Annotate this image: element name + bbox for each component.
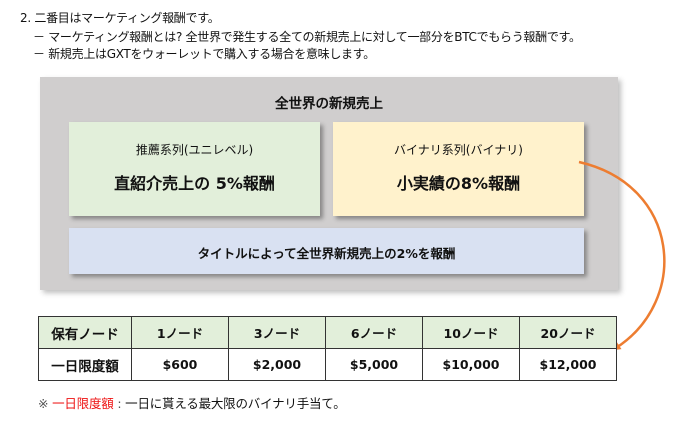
table-header-row: 保有ノード 1ノード 3ノード 6ノード 10ノード 20ノード <box>38 316 617 349</box>
title-bonus-reward: タイトルによって全世界新規売上の2%を報酬 <box>197 246 456 261</box>
footnote-separator: : <box>117 396 122 411</box>
binary-reward: 小実績の8%報酬 <box>396 174 521 193</box>
bullet-definition: － マーケティング報酬とは? 全世界で発生する全ての新規売上に対して一部分をBT… <box>33 30 581 44</box>
column-header: 20ノード <box>519 316 617 349</box>
table-row: 一日限度額 $600 $2,000 $5,000 $10,000 $12,000 <box>38 348 617 381</box>
node-limit-table: 保有ノード 1ノード 3ノード 6ノード 10ノード 20ノード 一日限度額 $… <box>38 316 617 381</box>
table-cell: $600 <box>131 348 229 381</box>
unilevel-box: 推薦系列(ユニレベル) 直紹介売上の 5%報酬 <box>69 122 320 216</box>
reference-mark: ※ <box>38 396 49 411</box>
footnote: ※ 一日限度額 : 一日に貰える最大限のバイナリ手当て。 <box>38 393 346 412</box>
table-cell: $12,000 <box>519 348 617 381</box>
footnote-text: 一日に貰える最大限のバイナリ手当て。 <box>125 396 346 411</box>
table-cell: $2,000 <box>228 348 326 381</box>
table-cell: $5,000 <box>325 348 423 381</box>
binary-box: バイナリ系列(バイナリ) 小実績の8%報酬 <box>333 122 584 216</box>
binary-subtitle: バイナリ系列(バイナリ) <box>394 143 523 157</box>
header-label: 保有ノード <box>38 316 132 349</box>
column-header: 6ノード <box>325 316 423 349</box>
unilevel-subtitle: 推薦系列(ユニレベル) <box>135 143 254 157</box>
footnote-term: 一日限度額 <box>52 396 114 411</box>
title-bonus-box: タイトルによって全世界新規売上の2%を報酬 <box>69 228 584 274</box>
table-cell: $10,000 <box>422 348 520 381</box>
column-header: 10ノード <box>422 316 520 349</box>
section-heading: 2. 二番目はマーケティング報酬です。 <box>20 11 220 25</box>
bullet-new-sales: － 新規売上はGXTをウォーレットで購入する場合を意味します。 <box>33 47 375 61</box>
column-header: 1ノード <box>131 316 229 349</box>
unilevel-reward: 直紹介売上の 5%報酬 <box>114 174 275 193</box>
global-sales-diagram: 全世界の新規売上 推薦系列(ユニレベル) 直紹介売上の 5%報酬 バイナリ系列(… <box>40 77 618 290</box>
value-label: 一日限度額 <box>38 348 132 381</box>
column-header: 3ノード <box>228 316 326 349</box>
diagram-title: 全世界の新規売上 <box>275 96 383 112</box>
